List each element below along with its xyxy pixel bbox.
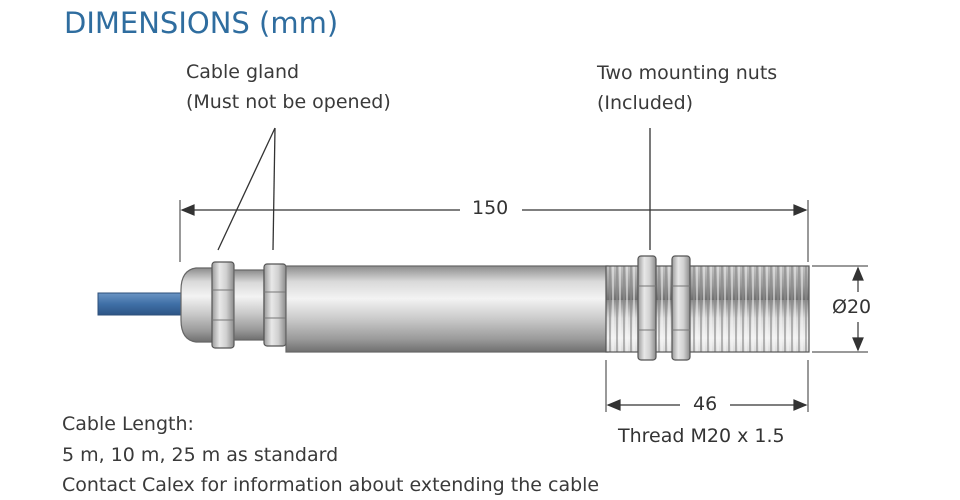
rear-cap xyxy=(180,267,215,343)
thread-length-value: 46 xyxy=(693,393,718,415)
mounting-nut-2 xyxy=(671,255,691,361)
thread-spec: Thread M20 x 1.5 xyxy=(618,425,785,447)
cable-length-standard: 5 m, 10 m, 25 m as standard xyxy=(62,444,339,466)
mounting-nut-1 xyxy=(637,255,657,361)
extension-lines xyxy=(179,200,868,412)
cable-extension-note: Contact Calex for information about exte… xyxy=(62,474,600,496)
dimension-lines xyxy=(180,204,864,411)
gland-nut-1 xyxy=(211,261,235,349)
cable-gland-note: (Must not be opened) xyxy=(186,91,391,113)
sensor-body xyxy=(285,265,609,353)
diameter-value: Ø20 xyxy=(832,296,872,318)
page-title: DIMENSIONS (mm) xyxy=(64,6,339,40)
cable xyxy=(97,292,189,316)
overall-length-value: 150 xyxy=(472,197,509,219)
gland-nut-2 xyxy=(263,263,287,347)
mounting-nuts-note: (Included) xyxy=(597,92,694,114)
mounting-nuts-label: Two mounting nuts xyxy=(597,62,778,84)
cable-gland-label: Cable gland xyxy=(186,61,300,83)
thread-section xyxy=(605,265,810,353)
cable-length-heading: Cable Length: xyxy=(62,413,194,435)
gland-collar xyxy=(233,269,265,341)
callout-leaders xyxy=(217,127,651,251)
